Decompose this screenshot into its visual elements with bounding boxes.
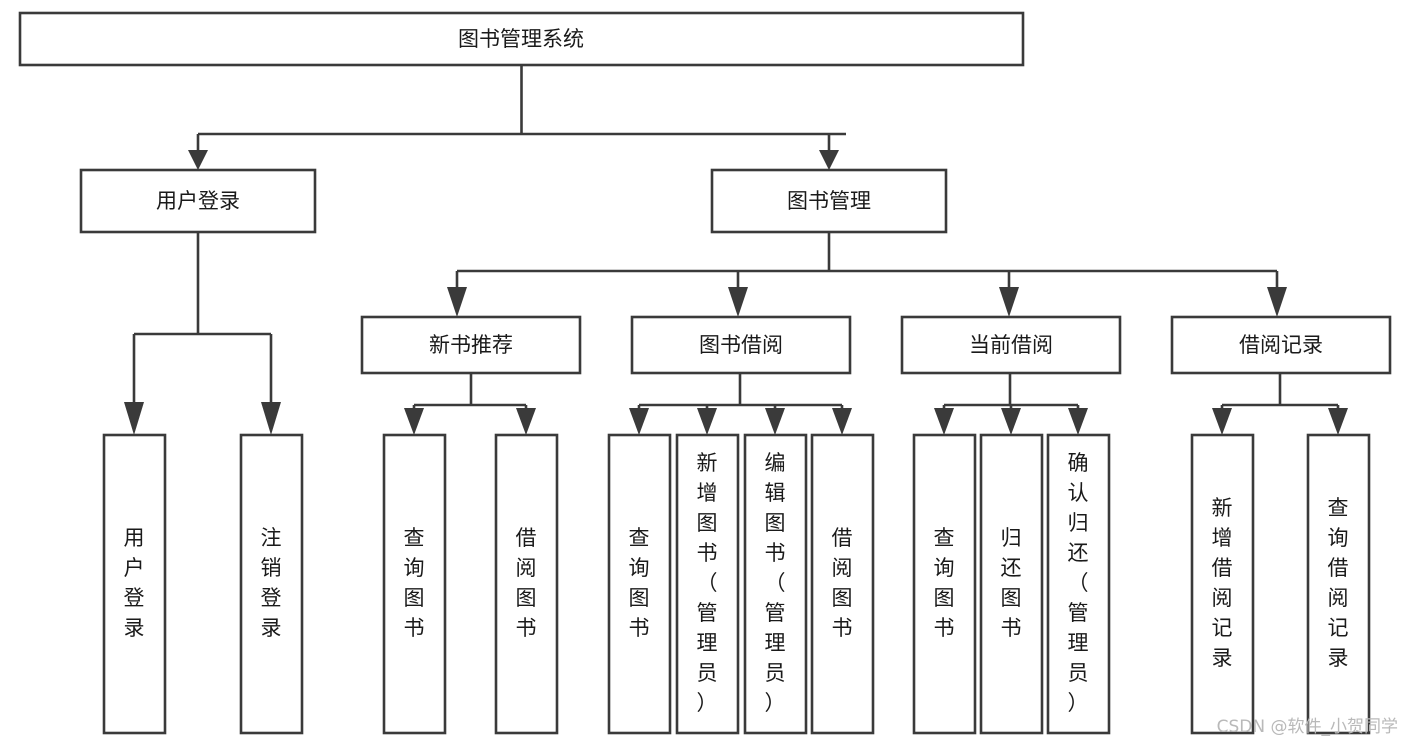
node-book-borrow-box[interactable] [630,315,852,375]
leaf-new-book-query-box[interactable] [382,433,447,735]
leaf-current-borrow-confirm-box[interactable] [1046,433,1111,735]
node-new-book-recommend-label: 新书推荐 [429,333,513,357]
arrow-head-nb-leaf-1 [404,408,424,435]
arrow-head-book-borrow [728,287,748,317]
leaf-book-borrow-add[interactable]: 新增图书（管理员） [675,433,740,735]
arrow-head-new-book [447,287,467,317]
arrow-head-book-mgmt [819,150,839,170]
node-book-borrow-label: 图书借阅 [699,333,783,357]
arrow-head-borrow-record [1267,287,1287,317]
leaf-book-borrow-borrow-box[interactable] [810,433,875,735]
node-book-management-box[interactable] [710,168,948,234]
arrow-head-bb-leaf-2 [697,408,717,435]
leaf-book-borrow-edit-label: 编辑图书（管理员） [765,451,786,715]
leaf-user-login-logout-label: 注销登录 [261,526,282,640]
arrow-head-br-leaf-1 [1212,408,1232,435]
node-user-login-box[interactable] [79,168,317,234]
node-root-system[interactable]: 图书管理系统 [18,11,1025,67]
node-user-login-label: 用户登录 [156,189,240,213]
leaf-borrow-record-add[interactable]: 新增借阅记录 [1190,433,1255,735]
leaf-new-book-query-label: 查询图书 [404,526,425,640]
leaf-book-borrow-add-label: 新增图书（管理员） [697,451,718,715]
leaf-current-borrow-confirm[interactable]: 确认归还（管理员） [1046,433,1111,735]
arrow-head-cb-leaf-2 [1001,408,1021,435]
node-borrow-record-box[interactable] [1170,315,1392,375]
arrow-head-br-leaf-2 [1328,408,1348,435]
node-current-borrow[interactable]: 当前借阅 [900,315,1122,375]
node-borrow-record[interactable]: 借阅记录 [1170,315,1392,375]
node-new-book-recommend-box[interactable] [360,315,582,375]
leaf-user-login-logout[interactable]: 注销登录 [239,433,304,735]
leaf-borrow-record-query-label: 查询借阅记录 [1328,496,1349,670]
leaf-borrow-record-add-label: 新增借阅记录 [1212,496,1233,670]
arrow-head-bb-leaf-1 [629,408,649,435]
leaf-book-borrow-borrow-label: 借阅图书 [832,526,853,640]
node-book-management[interactable]: 图书管理 [710,168,948,234]
leaf-borrow-record-query[interactable]: 查询借阅记录 [1306,433,1371,735]
leaf-book-borrow-query-box[interactable] [607,433,672,735]
leaf-current-borrow-return-label: 归还图书 [1001,526,1022,640]
leaf-book-borrow-query[interactable]: 查询图书 [607,433,672,735]
arrow-head-current-borrow [999,287,1019,317]
leaf-current-borrow-query[interactable]: 查询图书 [912,433,977,735]
leaf-current-borrow-confirm-label: 确认归还（管理员） [1068,451,1089,715]
arrow-head-nb-leaf-2 [516,408,536,435]
leaf-current-borrow-return[interactable]: 归还图书 [979,433,1044,735]
node-borrow-record-label: 借阅记录 [1239,333,1323,357]
arrow-head-user-login [188,150,208,170]
leaf-book-borrow-add-box[interactable] [675,433,740,735]
node-book-borrow[interactable]: 图书借阅 [630,315,852,375]
leaf-book-borrow-edit-box[interactable] [743,433,808,735]
watermark-label: CSDN @软件_小贺同学 [1217,717,1398,737]
arrow-head-bb-leaf-4 [832,408,852,435]
leaf-new-book-borrow-box[interactable] [494,433,559,735]
leaf-book-borrow-edit[interactable]: 编辑图书（管理员） [743,433,808,735]
node-current-borrow-box[interactable] [900,315,1122,375]
leaf-user-login-login[interactable]: 用户登录 [102,433,167,735]
node-root-box[interactable] [18,11,1025,67]
leaf-user-login-login-label: 用户登录 [124,526,145,640]
leaf-user-login-logout-box[interactable] [239,433,304,735]
node-current-borrow-label: 当前借阅 [969,333,1053,357]
node-user-login[interactable]: 用户登录 [79,168,317,234]
arrow-head-cb-leaf-3 [1068,408,1088,435]
leaf-current-borrow-query-box[interactable] [912,433,977,735]
leaf-book-borrow-borrow[interactable]: 借阅图书 [810,433,875,735]
leaf-current-borrow-return-box[interactable] [979,433,1044,735]
leaf-book-borrow-query-label: 查询图书 [629,526,650,640]
node-new-book-recommend[interactable]: 新书推荐 [360,315,582,375]
arrow-head-leaf-user-login [124,402,144,435]
node-book-management-label: 图书管理 [787,189,871,213]
arrow-head-bb-leaf-3 [765,408,785,435]
node-root-label: 图书管理系统 [458,27,584,51]
arrow-head-cb-leaf-1 [934,408,954,435]
leaf-new-book-borrow-label: 借阅图书 [516,526,537,640]
leaf-user-login-login-box[interactable] [102,433,167,735]
leaf-new-book-borrow[interactable]: 借阅图书 [494,433,559,735]
leaf-current-borrow-query-label: 查询图书 [934,526,955,640]
leaf-borrow-record-add-box[interactable] [1190,433,1255,735]
arrow-head-leaf-logout [261,402,281,435]
leaf-borrow-record-query-box[interactable] [1306,433,1371,735]
connector-layer [124,65,1348,435]
leaf-new-book-query[interactable]: 查询图书 [382,433,447,735]
